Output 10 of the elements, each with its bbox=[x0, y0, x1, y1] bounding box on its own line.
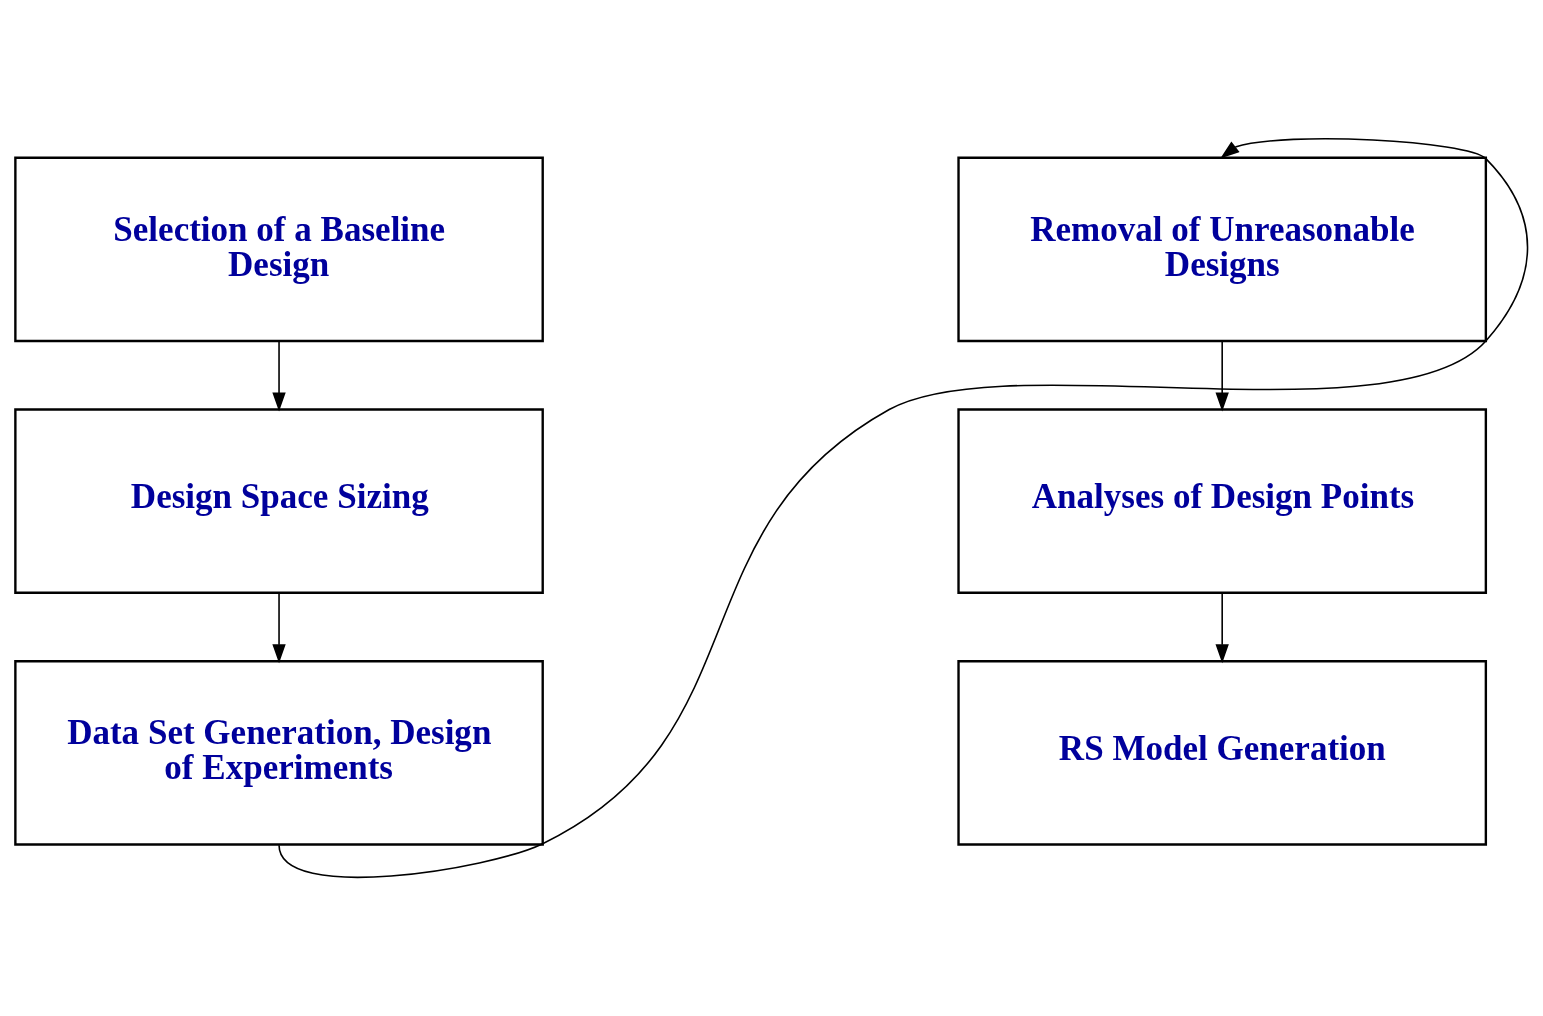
arrow bbox=[1215, 592, 1229, 664]
arrow bbox=[272, 592, 286, 664]
arrow bbox=[272, 340, 286, 412]
arrow bbox=[1215, 340, 1229, 412]
node-box: Analyses of Design Points bbox=[957, 408, 1488, 594]
node-box: Design Space Sizing bbox=[14, 408, 544, 594]
node-box: Selection of a Baseline Design bbox=[14, 156, 544, 343]
node-box: Data Set Generation, Design of Experiments bbox=[14, 660, 544, 846]
node-box: Removal of Unreasonable Designs bbox=[957, 156, 1488, 343]
node-box: RS Model Generation bbox=[957, 660, 1488, 846]
